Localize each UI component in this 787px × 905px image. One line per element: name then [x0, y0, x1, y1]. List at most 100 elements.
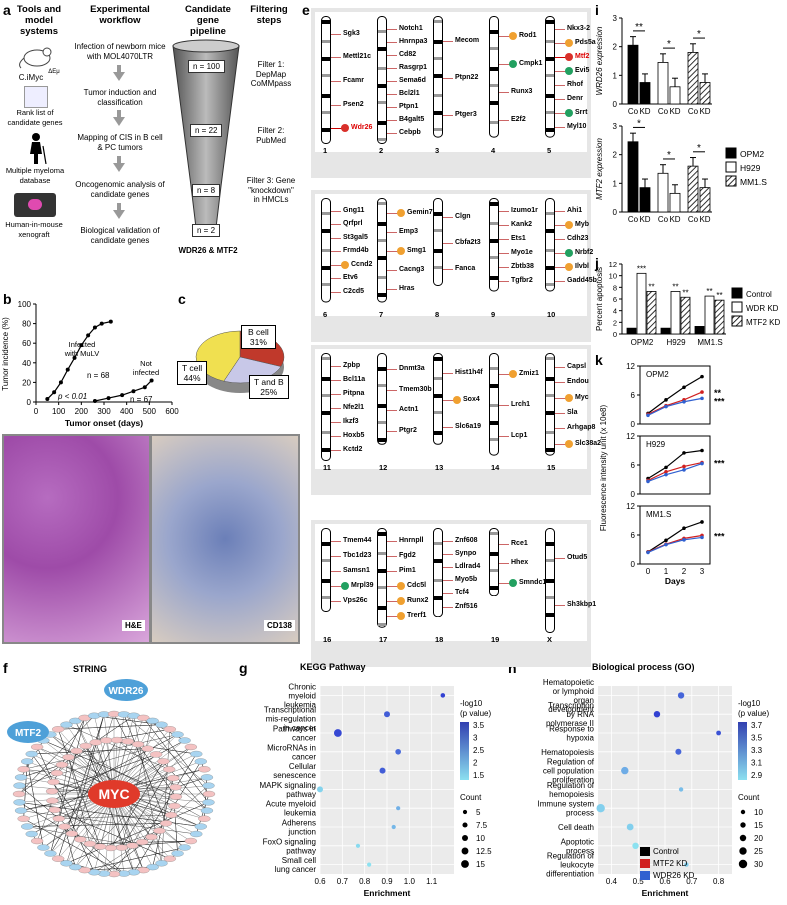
arrow-down-icon [113, 210, 125, 219]
gene-label: C2cd5 [343, 287, 365, 295]
series-line [647, 397, 703, 416]
panel-label-i: i [595, 2, 599, 18]
legend-item-mtf2: MTF2 KD [640, 858, 694, 870]
category-label: senescence [273, 771, 316, 780]
gene-marker [331, 224, 341, 226]
chromosome-row-bg [315, 194, 587, 316]
band-dark [434, 111, 442, 115]
significance-mark: * [667, 39, 671, 50]
gene-marker [555, 443, 569, 445]
gene-label: Ldlrad4 [455, 563, 481, 571]
chromosome-number: 12 [379, 463, 388, 472]
band-dark [490, 276, 498, 280]
network-node [100, 737, 113, 744]
y-tick-label: 6 [613, 295, 617, 304]
band-grey [322, 111, 330, 114]
mtf2-node [7, 721, 49, 743]
gene-label: Dnmt3a [399, 365, 425, 373]
band-grey [490, 256, 498, 259]
band-grey [322, 357, 330, 360]
network-node [157, 758, 170, 765]
enrichment-dot [391, 824, 396, 830]
legend-label: OPM2 [740, 149, 764, 159]
y-tick-label: 3 [613, 122, 618, 131]
chromosome-row-bg [315, 524, 587, 641]
gene-marker [387, 616, 401, 618]
gene-marker [555, 366, 565, 368]
data-point [646, 550, 650, 555]
network-node [194, 758, 207, 765]
label-not-infected: Not infected [132, 359, 160, 377]
x-tick-label: KD [699, 215, 710, 224]
x-tick-label: 1.0 [404, 877, 416, 886]
category-label: polymerase II [546, 719, 594, 728]
band-dark [378, 222, 386, 226]
gene-label: Clgn [455, 213, 471, 220]
gene-marker [443, 40, 453, 42]
network-node [44, 850, 57, 857]
gene-dot [397, 582, 405, 591]
band-dark [546, 613, 554, 617]
gene-dot [341, 124, 349, 133]
category-label: pathway [286, 846, 316, 855]
bar [670, 291, 681, 335]
gene-label: Synpo [455, 549, 477, 557]
band-dark [322, 377, 330, 381]
gene-label: Sla [567, 409, 578, 417]
funnel-count-8: n = 8 [192, 184, 221, 197]
gene-label: Slc38a2 [575, 439, 602, 447]
significance-mark: ** [706, 287, 712, 296]
significance-mark: ** [635, 22, 643, 33]
enrichment-dot [677, 692, 685, 699]
category-label: Acute myeloid [266, 800, 316, 809]
gene-marker [499, 63, 513, 65]
header-tools: Tools and model systems [16, 4, 62, 37]
significance-mark: * [637, 118, 641, 129]
gene-label: Zpbp [343, 362, 361, 369]
chromosome-3 [433, 16, 443, 138]
category-label: mis-regulation [266, 715, 316, 724]
gene-marker [387, 81, 397, 82]
band-dark [378, 293, 386, 297]
band-dark [546, 229, 554, 233]
network-node [14, 774, 28, 781]
band-grey [378, 421, 386, 424]
gene-marker [499, 210, 509, 212]
network-edge [123, 714, 209, 786]
band-grey [490, 532, 498, 535]
chromosome-outline [489, 198, 499, 292]
network-node [30, 743, 44, 751]
band-grey [434, 57, 442, 60]
significance-mark: * [667, 150, 671, 161]
bar [626, 327, 637, 335]
gene-marker [555, 252, 569, 254]
gene-marker [499, 405, 509, 407]
gene-marker [387, 94, 397, 96]
chromosome-number: 9 [491, 310, 496, 319]
bar [636, 272, 647, 335]
significance-mark: ** [672, 282, 678, 291]
gene-label: Hist1h4f [455, 368, 483, 376]
gene-dot [397, 209, 405, 218]
gene-marker [331, 81, 341, 82]
band-dark [490, 101, 498, 105]
gene-marker [387, 430, 397, 432]
pie-label-tcell-name: T cell [182, 363, 203, 373]
network-edge [143, 717, 209, 803]
count-legend-label: 15 [476, 860, 485, 869]
data-point [142, 385, 147, 390]
significance-mark: *** [714, 459, 725, 469]
he-stain-image [4, 436, 149, 642]
gene-label: Sgk3 [343, 29, 360, 37]
gene-label: Cdh23 [567, 234, 589, 242]
gene-marker [443, 540, 453, 542]
funnel-count-22: n = 22 [190, 124, 223, 137]
gene-dot [397, 247, 405, 256]
gene-label: Frmd4b [343, 247, 369, 255]
data-point [92, 325, 97, 330]
x-tick-label: 0.9 [381, 877, 393, 886]
gene-marker [555, 605, 565, 607]
network-node [131, 741, 145, 748]
band-dark [546, 94, 554, 98]
network-edge [31, 748, 148, 755]
